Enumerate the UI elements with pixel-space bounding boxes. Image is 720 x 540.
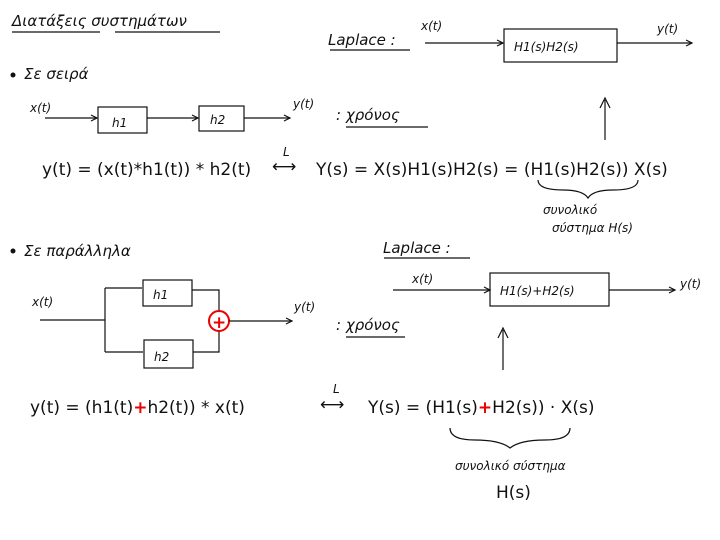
series-domain-label: : χρόνος <box>336 106 400 124</box>
series-brace-label-1: συνολικό <box>543 203 597 217</box>
arrowhead <box>285 317 294 325</box>
parallel-laplace-label: Laplace : <box>383 239 451 257</box>
parallel-laplace-input: x(t) <box>411 272 433 286</box>
transform-arrow-icon: ⟷ <box>320 395 344 415</box>
parallel-laplace-output: y(t) <box>679 277 701 291</box>
parallel-input-label: x(t) <box>31 295 53 309</box>
red-plus: + <box>133 398 147 418</box>
series-laplace-input: x(t) <box>420 19 442 33</box>
arrowhead <box>668 286 677 294</box>
arrowhead <box>685 39 694 47</box>
sum-symbol: + <box>212 313 226 333</box>
parallel-laplace-block-label: H1(s)+H2(s) <box>500 284 575 298</box>
transform-arrow-icon: ⟷ <box>272 157 296 177</box>
parallel-block-h2 <box>143 339 194 369</box>
branch-top-out <box>192 289 220 312</box>
bullet-series <box>10 72 16 78</box>
parallel-brace-label-1: συνολικό σύστημα <box>455 459 566 473</box>
arrowhead <box>497 326 509 339</box>
series-input-label: x(t) <box>29 101 51 115</box>
series-block-h1-label: h1 <box>112 116 127 130</box>
series-laplace-output: y(t) <box>656 22 678 36</box>
red-plus: + <box>478 398 492 418</box>
branch-bottom-out <box>193 330 220 353</box>
eq-part: h2(t)) * x(t) <box>147 398 244 418</box>
brace <box>449 427 571 449</box>
series-output-label: y(t) <box>292 97 314 111</box>
series-laplace-block-label: H1(s)H2(s) <box>514 40 579 54</box>
series-laplace-label: Laplace : <box>328 31 396 49</box>
arrowhead <box>599 96 611 109</box>
brace <box>537 179 639 200</box>
series-laplace-block <box>503 28 618 63</box>
parallel-equation-time-a: y(t) = (h1(t)+h2(t)) * x(t) <box>30 398 245 418</box>
arrowhead <box>283 114 292 122</box>
parallel-output-label: y(t) <box>293 300 315 314</box>
series-equation-time: y(t) = (x(t)*h1(t)) * h2(t) <box>42 160 251 180</box>
parallel-block-h1 <box>142 279 193 307</box>
series-heading: Σε σειρά <box>24 65 89 83</box>
series-equation-s: Y(s) = X(s)H1(s)H2(s) = (H1(s)H2(s)) X(s… <box>315 160 668 180</box>
arrowhead <box>496 39 505 47</box>
arrowhead <box>90 114 99 122</box>
arrowhead <box>191 114 200 122</box>
parallel-heading: Σε παράλληλα <box>24 242 131 260</box>
eq-part: y(t) = (h1(t) <box>30 398 133 418</box>
parallel-block-h1-label: h1 <box>153 288 168 302</box>
page-title: Διατάξεις συστημάτων <box>11 12 187 30</box>
eq-part: Y(s) = (H1(s) <box>367 398 478 418</box>
parallel-domain-label: : χρόνος <box>336 316 400 334</box>
bullet-parallel <box>10 248 16 254</box>
parallel-block-h2-label: h2 <box>154 350 169 364</box>
parallel-equation-s: Y(s) = (H1(s)+H2(s)) · X(s) <box>367 398 595 418</box>
parallel-brace-label-2: H(s) <box>496 483 531 503</box>
parallel-transform-symbol: L <box>333 382 340 396</box>
series-block-h2-label: h2 <box>210 113 225 127</box>
series-brace-label-2: σύστημα H(s) <box>552 221 633 235</box>
series-block-h1 <box>97 106 148 134</box>
series-transform-symbol: L <box>283 145 290 159</box>
eq-part: H2(s)) · X(s) <box>492 398 594 418</box>
